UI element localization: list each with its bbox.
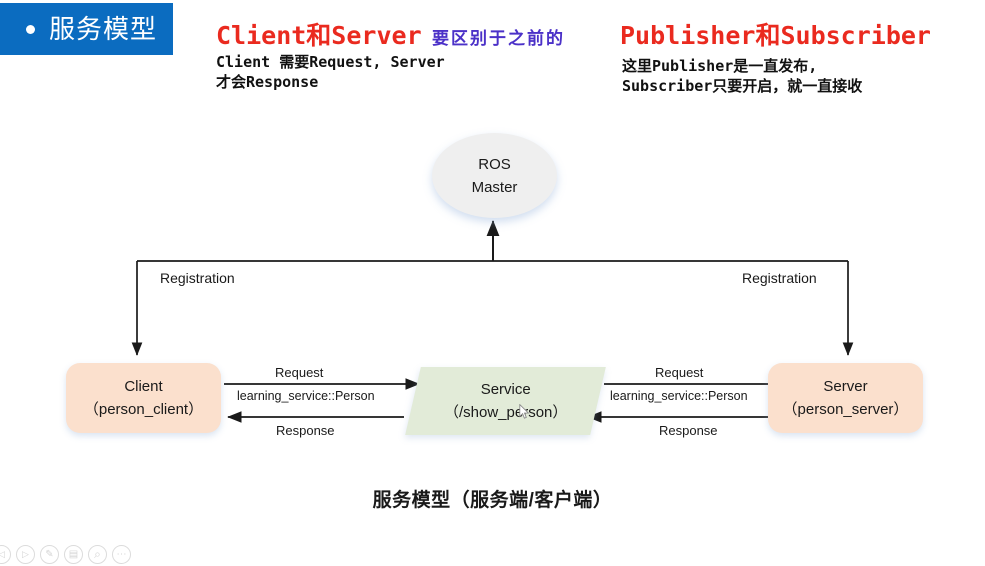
more-options-icon[interactable]: ⋯ xyxy=(112,545,131,564)
edge-label-server-type: learning_service::Person xyxy=(610,389,748,403)
node-ros-master-line1: ROS xyxy=(478,155,511,173)
annotation-distinguish-note: 要区别于之前的 xyxy=(432,29,565,49)
node-service[interactable]: Service （/show_person） xyxy=(405,367,606,435)
more-options-glyph: ⋯ xyxy=(116,549,127,560)
previous-glyph: ◁ xyxy=(0,549,5,559)
annotation-publisher-subscriber-heading: Publisher和Subscriber xyxy=(620,21,931,50)
edge-label-client-type: learning_service::Person xyxy=(237,389,375,403)
node-ros-master[interactable]: ROS Master xyxy=(432,133,557,218)
slide-title-badge: 服务模型 xyxy=(0,3,173,55)
registration-left-connector xyxy=(131,260,492,356)
node-client-line1: Client xyxy=(124,378,163,395)
edge-label-registration-right: Registration xyxy=(742,270,817,286)
annotation-client-server-body: Client 需要Request, Server 才会Response xyxy=(216,53,445,91)
play-glyph: ▷ xyxy=(22,549,29,559)
pen-icon[interactable]: ✎ xyxy=(40,545,59,564)
play-icon[interactable]: ▷ xyxy=(16,545,35,564)
node-server-line2: （person_server） xyxy=(782,401,909,418)
search-zoom-glyph: ⌕ xyxy=(94,547,101,561)
node-client[interactable]: Client （person_client） xyxy=(66,363,221,433)
pen-glyph: ✎ xyxy=(45,549,54,560)
edge-label-server-request: Request xyxy=(655,365,704,380)
annotation-client-server-heading: Client和Server xyxy=(216,21,422,50)
node-service-line2: （/show_person） xyxy=(443,404,568,421)
presentation-toolbar: ◁ ▷ ✎ ▤ ⌕ ⋯ xyxy=(0,545,131,564)
edge-label-client-request: Request xyxy=(275,365,324,380)
node-ros-master-line2: Master xyxy=(471,178,518,196)
edge-label-client-response: Response xyxy=(276,423,335,438)
bullet-dot-icon xyxy=(26,24,35,34)
registration-right-connector xyxy=(492,260,854,356)
annotation-publisher-subscriber-body: 这里Publisher是一直发布, Subscriber只要开启，就一直接收 xyxy=(622,57,863,95)
diagram-caption: 服务模型（服务端/客户端） xyxy=(372,490,613,511)
search-zoom-icon[interactable]: ⌕ xyxy=(88,545,107,564)
slides-grid-icon[interactable]: ▤ xyxy=(64,545,83,564)
edge-label-registration-left: Registration xyxy=(160,270,235,286)
node-client-line2: （person_client） xyxy=(83,401,204,418)
previous-icon[interactable]: ◁ xyxy=(0,545,11,564)
node-service-line1: Service xyxy=(480,381,531,398)
node-server-line1: Server xyxy=(823,378,868,395)
edge-label-server-response: Response xyxy=(659,423,718,438)
node-server[interactable]: Server （person_server） xyxy=(768,363,923,433)
page-title: 服务模型 xyxy=(49,14,158,44)
slides-grid-glyph: ▤ xyxy=(68,549,79,560)
